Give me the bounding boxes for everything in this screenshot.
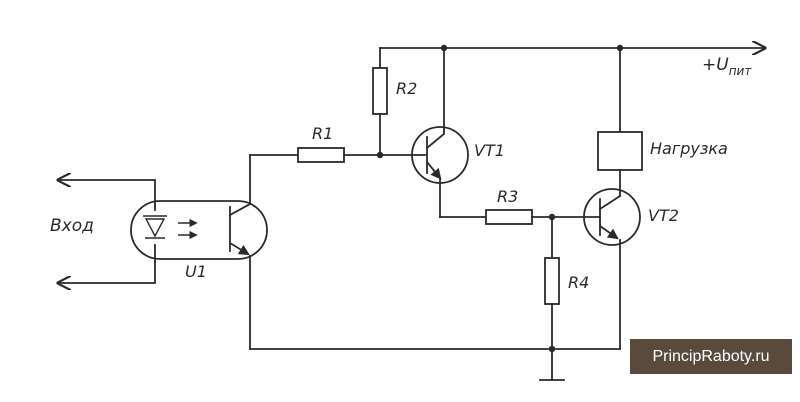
resistor-r4 — [544, 216, 560, 350]
vt1-label: VT1 — [474, 141, 505, 160]
r3-label: R3 — [497, 187, 518, 206]
load-box — [597, 47, 643, 197]
resistor-r3 — [439, 209, 601, 225]
watermark-badge: PrincipRaboty.ru — [630, 339, 792, 374]
vt2-label: VT2 — [648, 206, 679, 225]
optocoupler-u1 — [130, 200, 268, 260]
resistor-r2 — [372, 47, 388, 156]
resistor-r1 — [249, 147, 426, 163]
supply-label: +Uпит — [702, 55, 752, 78]
r4-label: R4 — [568, 273, 589, 292]
transistor-vt1 — [411, 47, 469, 218]
u1-label: U1 — [185, 262, 207, 281]
input-label: Вход — [50, 216, 94, 236]
input-leads — [58, 180, 156, 283]
ground-rail — [249, 345, 621, 381]
transistor-vt2 — [583, 188, 641, 350]
r1-label: R1 — [312, 124, 333, 143]
r2-label: R2 — [396, 79, 417, 98]
load-label: Нагрузка — [650, 139, 728, 158]
supply-rail — [379, 45, 765, 51]
